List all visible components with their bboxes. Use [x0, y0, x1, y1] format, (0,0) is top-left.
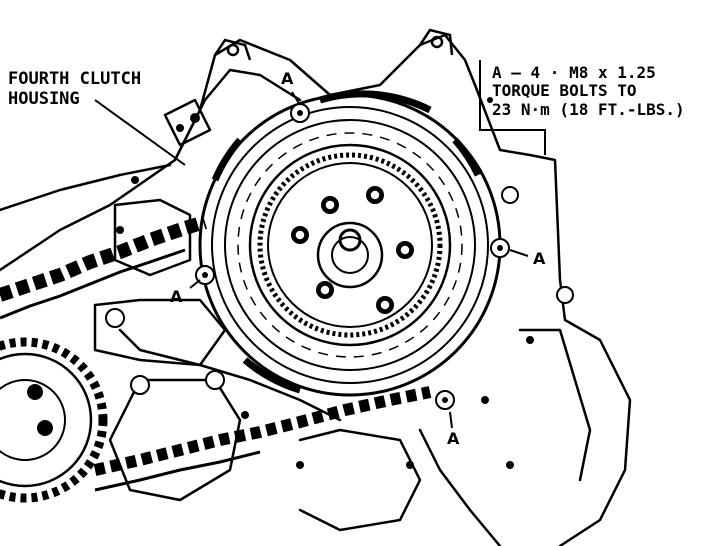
case-right-flange — [518, 328, 592, 482]
case-bolt — [130, 375, 150, 395]
case-bottom-right — [298, 428, 422, 532]
housing-tab — [211, 137, 243, 182]
fourth-clutch-label: FOURTH CLUTCH HOUSING — [8, 69, 142, 109]
bolt-marker-left: A — [170, 287, 183, 306]
case-bolt — [205, 370, 225, 390]
drive-chain-upper — [0, 215, 208, 320]
housing-tab — [452, 137, 482, 177]
housing-ring — [211, 106, 489, 384]
shaft — [338, 228, 362, 252]
mount-ear — [418, 28, 454, 56]
housing-tab — [319, 90, 432, 114]
case-bolt — [105, 308, 125, 328]
case-lower-web — [93, 298, 227, 367]
case-lower-right — [418, 428, 502, 546]
drum-inner — [267, 162, 433, 328]
hub-inner — [331, 236, 369, 274]
fourth-clutch-line2: HOUSING — [8, 88, 80, 109]
housing-tab — [242, 357, 302, 394]
case-bolt — [556, 286, 574, 304]
leader-bolt-right — [509, 249, 529, 257]
leader-fourth-clutch — [94, 99, 186, 166]
mount-ear — [213, 38, 252, 61]
spec-line2: TORQUE BOLTS TO — [492, 81, 637, 101]
drum-spline — [257, 152, 443, 338]
case-left-boss — [113, 198, 192, 277]
case-mount-tab — [163, 98, 212, 147]
spec-line1: A – 4 · M8 x 1.25 — [492, 63, 656, 82]
case-lower-edge — [118, 328, 342, 422]
case-bolt — [501, 186, 519, 204]
bolt-marker-bottom: A — [447, 429, 460, 448]
fourth-clutch-line1: FOURTH CLUTCH — [8, 69, 142, 89]
hub-outer — [316, 221, 384, 289]
drive-sprocket — [0, 337, 108, 503]
leader-bolt-left — [189, 279, 201, 289]
leader-bolt-bottom — [449, 411, 453, 429]
bolt-marker-right: A — [533, 249, 546, 268]
torque-spec-label: A – 4 · M8 x 1.25 TORQUE BOLTS TO 23 N·m… — [492, 63, 685, 119]
spec-line3: 23 N·m (18 FT.-LBS.) — [492, 99, 685, 119]
case-left-edge — [0, 163, 172, 212]
leader-spec — [479, 60, 546, 155]
drive-chain-lower — [93, 386, 432, 492]
housing-ring-inner — [224, 119, 476, 371]
bolt-marker-top: A — [281, 69, 294, 88]
leader-bolt-top — [291, 91, 301, 106]
drum-outer — [248, 143, 452, 347]
hole-ring — [237, 132, 463, 358]
